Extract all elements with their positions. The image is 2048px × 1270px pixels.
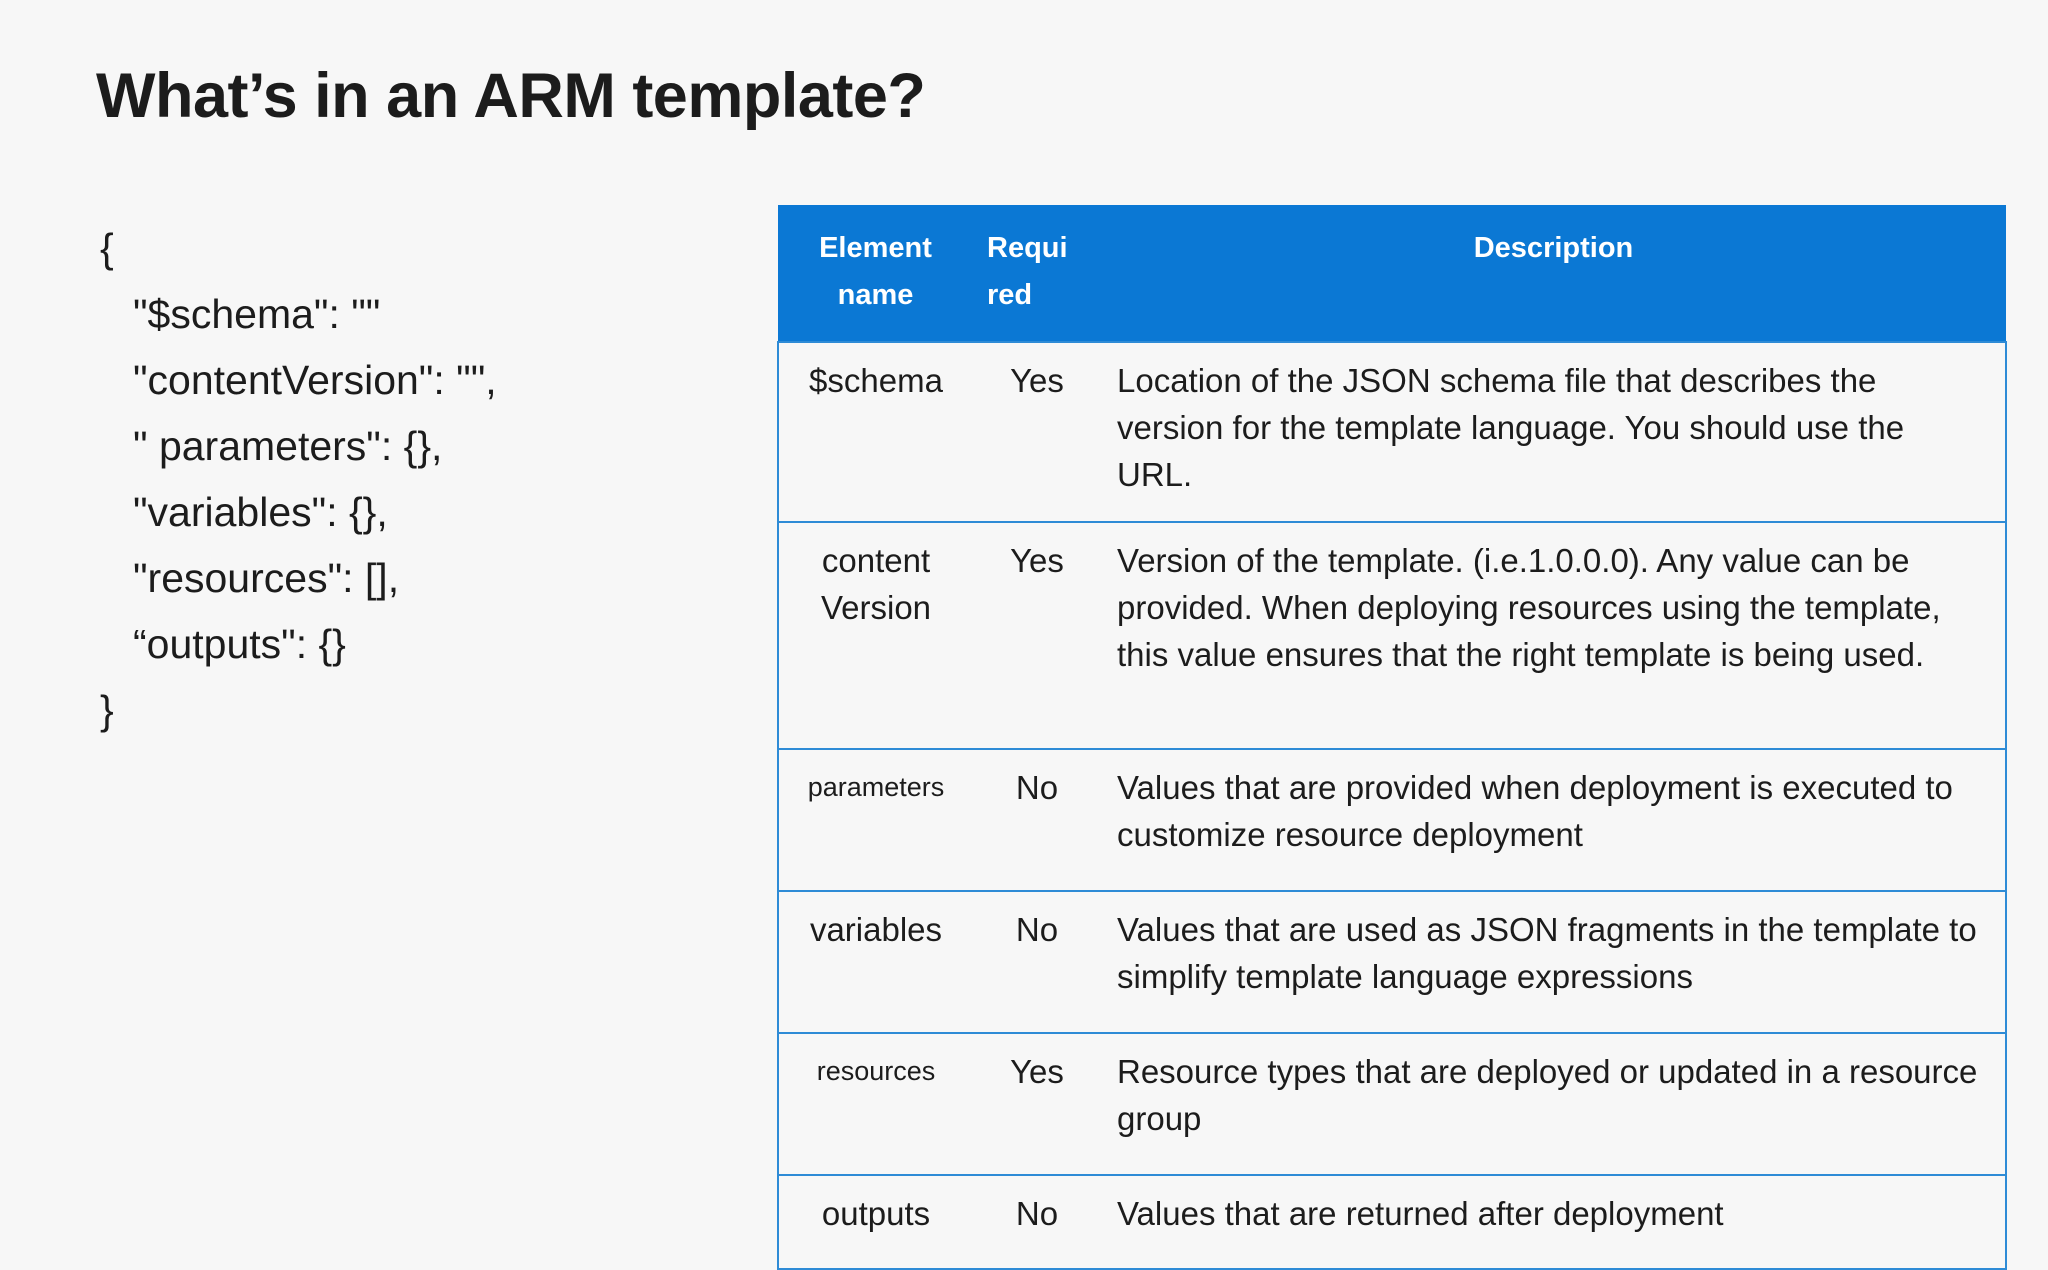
slide-canvas: What’s in an ARM template? { "$schema": … [96, 61, 2007, 1270]
table-row: outputs No Values that are returned afte… [777, 1174, 2007, 1270]
cell-element-name: content Version [777, 521, 973, 750]
column-header-required: Requi red [973, 205, 1101, 342]
table-row: resources Yes Resource types that are de… [777, 1032, 2007, 1176]
code-line-resources: "resources": [], [133, 555, 400, 601]
code-line-outputs: “outputs": {} [133, 621, 346, 667]
code-line-variables: "variables": {}, [133, 489, 388, 535]
table-row: variables No Values that are used as JSO… [777, 890, 2007, 1034]
table-row: parameters No Values that are provided w… [777, 748, 2007, 892]
cell-description: Location of the JSON schema file that de… [1101, 341, 2007, 523]
code-line-parameters: " parameters": {}, [133, 423, 443, 469]
table-header-row: Element name Requi red Description [778, 205, 2006, 342]
table-row: content Version Yes Version of the templ… [777, 521, 2007, 750]
code-line-contentversion: "contentVersion": "", [133, 357, 497, 403]
cell-required: Yes [973, 1032, 1101, 1176]
cell-description: Resource types that are deployed or upda… [1101, 1032, 2007, 1176]
table-row: $schema Yes Location of the JSON schema … [777, 341, 2007, 523]
cell-required: No [973, 1174, 1101, 1270]
code-line-close-brace: } [100, 687, 114, 733]
cell-description: Values that are provided when deployment… [1101, 748, 2007, 892]
cell-description: Version of the template. (i.e.1.0.0.0). … [1101, 521, 2007, 750]
cell-required: No [973, 748, 1101, 892]
code-line-schema: "$schema": "" [133, 291, 381, 337]
cell-element-name: $schema [777, 341, 973, 523]
cell-description: Values that are used as JSON fragments i… [1101, 890, 2007, 1034]
arm-elements-table-wrapper: Element name Requi red Description $sche… [777, 205, 2007, 1270]
cell-required: Yes [973, 341, 1101, 523]
cell-description: Values that are returned after deploymen… [1101, 1174, 2007, 1270]
cell-element-name: variables [777, 890, 973, 1034]
column-header-description: Description [1101, 205, 2006, 342]
cell-element-name: parameters [777, 748, 973, 892]
cell-element-name: resources [777, 1032, 973, 1176]
arm-elements-table: Element name Requi red Description $sche… [777, 205, 2007, 1270]
cell-element-name: outputs [777, 1174, 973, 1270]
code-line-open-brace: { [100, 225, 114, 271]
arm-template-code-block: { "$schema": "" "contentVersion": "", " … [100, 215, 740, 743]
table-header: Element name Requi red Description [778, 205, 2006, 342]
cell-required: Yes [973, 521, 1101, 750]
cell-required: No [973, 890, 1101, 1034]
table-body: $schema Yes Location of the JSON schema … [777, 341, 2007, 1270]
page-title: What’s in an ARM template? [96, 61, 926, 131]
column-header-element-name: Element name [778, 205, 973, 342]
